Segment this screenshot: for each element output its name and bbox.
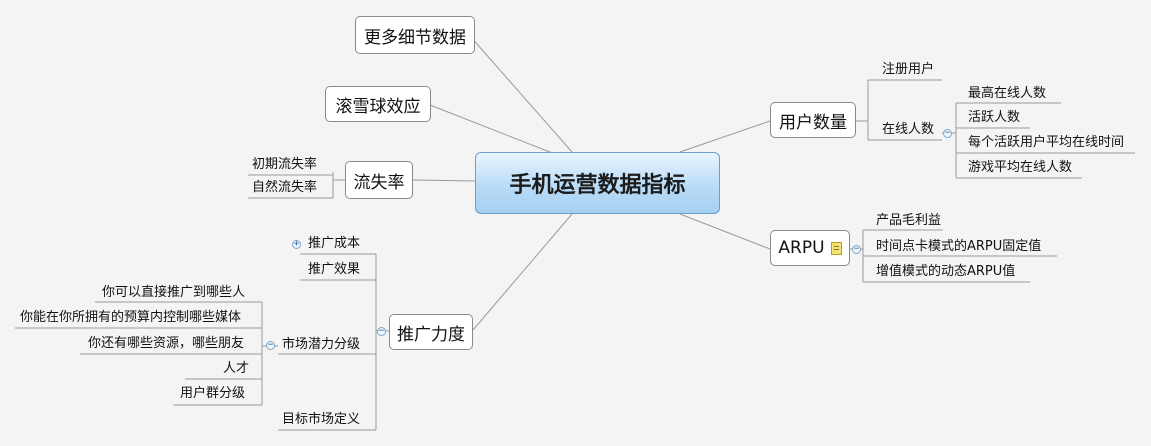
- line-central-arpu: [679, 213, 771, 250]
- leaf-talent[interactable]: 人才: [223, 361, 250, 376]
- leaf-user-group-level[interactable]: 用户群分级: [180, 386, 246, 401]
- leaf-avg-online-players[interactable]: 游戏平均在线人数: [968, 160, 1073, 175]
- line-central-user-count: [679, 120, 771, 153]
- topic-more-detail-data[interactable]: 更多细节数据: [355, 16, 475, 54]
- arpu-label: ARPU: [778, 238, 825, 258]
- leaf-fixed-arpu[interactable]: 时间点卡模式的ARPU固定值: [876, 239, 1042, 254]
- note-icon[interactable]: [830, 241, 842, 255]
- leaf-resources-friends[interactable]: 你还有哪些资源，哪些朋友: [88, 336, 245, 351]
- central-topic[interactable]: 手机运营数据指标: [475, 152, 720, 214]
- leaf-promotion-cost[interactable]: 推广成本: [308, 236, 361, 251]
- leaf-natural-churn[interactable]: 自然流失率: [252, 180, 318, 195]
- leaf-active-users[interactable]: 活跃人数: [968, 110, 1021, 125]
- leaf-registered-users[interactable]: 注册用户: [882, 62, 935, 77]
- leaf-peak-online[interactable]: 最高在线人数: [968, 86, 1047, 101]
- line-central-churn: [412, 179, 477, 182]
- leaf-online-users[interactable]: 在线人数: [882, 122, 935, 137]
- leaf-gross-profit[interactable]: 产品毛利益: [876, 213, 942, 228]
- collapse-toggle-market-potential[interactable]: −: [266, 340, 275, 350]
- expand-toggle-promotion-cost[interactable]: +: [292, 239, 301, 249]
- collapse-toggle-promotion[interactable]: −: [377, 326, 386, 336]
- line-central-promotion: [472, 213, 573, 331]
- leaf-initial-churn[interactable]: 初期流失率: [252, 157, 318, 172]
- leaf-dynamic-arpu[interactable]: 增值模式的动态ARPU值: [876, 264, 1016, 279]
- leaf-avg-online-time[interactable]: 每个活跃用户平均在线时间: [968, 135, 1125, 150]
- collapse-toggle-online[interactable]: −: [943, 128, 952, 138]
- collapse-toggle-arpu[interactable]: −: [852, 244, 861, 254]
- line-central-more-detail: [469, 35, 573, 153]
- leaf-direct-promotion[interactable]: 你可以直接推广到哪些人: [102, 285, 246, 300]
- topic-user-count[interactable]: 用户数量: [770, 102, 856, 138]
- topic-arpu[interactable]: ARPU: [770, 230, 850, 266]
- leaf-target-market[interactable]: 目标市场定义: [282, 412, 361, 427]
- leaf-controllable-media[interactable]: 你能在你所拥有的预算内控制哪些媒体: [20, 310, 242, 325]
- topic-snowball-effect[interactable]: 滚雪球效应: [325, 86, 431, 122]
- topic-churn-rate[interactable]: 流失率: [345, 161, 413, 199]
- leaf-promotion-effect[interactable]: 推广效果: [308, 262, 361, 277]
- line-central-snowball: [429, 104, 561, 157]
- leaf-market-potential[interactable]: 市场潜力分级: [282, 337, 361, 352]
- topic-promotion-strength[interactable]: 推广力度: [389, 314, 473, 350]
